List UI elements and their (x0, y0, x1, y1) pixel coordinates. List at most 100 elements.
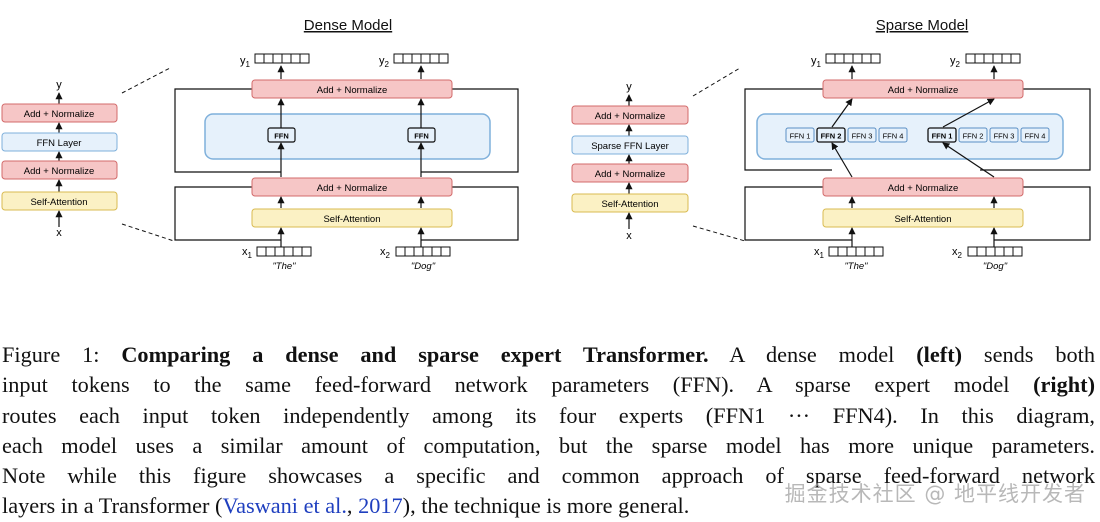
dense-mini-add-top-label: Add + Normalize (24, 109, 95, 120)
watermark: 掘金技术社区 @ 地平线开发者 (784, 482, 1086, 506)
caption-line-3: routes each input token independently am… (2, 402, 1095, 428)
figure-caption: Figure 1: Comparing a dense and sparse e… (2, 340, 1095, 522)
citation-year-link[interactable]: 2017 (358, 493, 403, 519)
sparse-token-1: "The" (844, 261, 868, 272)
sparse-mini-attn-label: Self-Attention (601, 199, 658, 210)
sparse-mini-ffn (571, 135, 689, 155)
dense-mini-stack: y Add + Normalize FFN Layer Add + Normal… (1, 79, 118, 239)
dense-add-top-label: Add + Normalize (317, 85, 388, 96)
dense-mini-attn (1, 191, 118, 211)
caption-line-4: each model uses a similar amount of comp… (2, 432, 1095, 458)
sparse-attn (822, 208, 1024, 228)
sparse-expert-r3-label: FFN 3 (994, 132, 1015, 141)
dense-mini-attn-label: Self-Attention (30, 197, 87, 208)
dense-x2: x2 (380, 246, 391, 260)
dense-attn-label: Self-Attention (323, 214, 380, 225)
dense-x2-vector (395, 246, 451, 257)
sparse-mini-x: x (626, 230, 632, 242)
sparse-mini-ffn-label: Sparse FFN Layer (591, 141, 669, 152)
dense-token-2: "Dog" (411, 261, 436, 272)
caption-right: (right) (1033, 372, 1095, 398)
sparse-x1-vector (828, 246, 884, 257)
sparse-expert-l1-label: FFN 1 (790, 132, 811, 141)
sparse-expert-l2-label: FFN 2 (821, 132, 842, 141)
sparse-expert-r2-label: FFN 2 (963, 132, 984, 141)
citation-author-link[interactable]: Vaswani et al. (222, 493, 347, 519)
sparse-mini-stack: y Add + Normalize Sparse FFN Layer Add +… (571, 81, 689, 242)
sparse-experts-left: FFN 1 FFN 2 FFN 3 FFN 4 (785, 127, 908, 143)
sparse-y2-vector (965, 53, 1021, 64)
dense-mini-x: x (56, 227, 62, 239)
sparse-expert-l4 (878, 127, 908, 143)
sparse-y1: y1 (811, 55, 822, 69)
caption-left: (left) (916, 342, 963, 367)
sparse-add-top (822, 79, 1024, 99)
dense-mini-ffn-label: FFN Layer (37, 138, 82, 149)
dense-add-top (251, 79, 453, 99)
sparse-mini-add-bottom (571, 163, 689, 183)
caption-text-2: sends both (962, 342, 1095, 367)
dense-mini-add-bottom (1, 160, 118, 180)
caption-line-1: Figure 1: Comparing a dense and sparse e… (2, 340, 1095, 370)
dense-attn (251, 208, 453, 228)
figure-diagram: Dense Model y Add + Normalize FFN Layer … (1, 17, 1091, 272)
sparse-expert-l3 (847, 127, 877, 143)
sparse-attn-label: Self-Attention (894, 214, 951, 225)
sparse-expert-l1 (785, 127, 815, 143)
dense-mini-ffn (1, 132, 118, 152)
caption-text-3: input tokens to the same feed-forward ne… (2, 372, 1034, 398)
dense-model: Dense Model y Add + Normalize FFN Layer … (1, 17, 519, 272)
sparse-y2: y2 (950, 55, 961, 69)
dense-y2-vector (393, 53, 449, 64)
dense-ffn-region (204, 113, 491, 160)
sparse-x1: x1 (814, 246, 825, 260)
caption-text-6b: ), the technique is more general. (402, 493, 690, 519)
caption-text-6a: layers in a Transformer ( (2, 493, 223, 519)
citation-separator: , (346, 493, 359, 519)
dense-mini-y: y (56, 79, 62, 91)
dense-y1-vector (254, 53, 310, 64)
dense-title: Dense Model (304, 17, 392, 34)
dense-y2: y2 (379, 55, 390, 69)
sparse-expert-r4 (1020, 127, 1050, 143)
sparse-add-bottom-label: Add + Normalize (888, 183, 959, 194)
sparse-mini-y: y (626, 81, 632, 93)
sparse-mini-add-top (571, 105, 689, 125)
sparse-expert-r4-label: FFN 4 (1025, 132, 1046, 141)
sparse-expert-r2 (958, 127, 988, 143)
dense-x1-vector (256, 246, 312, 257)
caption-title: Comparing a dense and sparse expert Tran… (121, 342, 709, 367)
sparse-expert-r3 (989, 127, 1019, 143)
sparse-title: Sparse Model (876, 17, 969, 34)
dense-add-bottom-label: Add + Normalize (317, 183, 388, 194)
caption-label: Figure 1: (2, 342, 122, 367)
sparse-add-bottom (822, 177, 1024, 197)
dense-ffn-1-label: FFN (274, 132, 289, 141)
sparse-experts-right: FFN 1 FFN 2 FFN 3 FFN 4 (927, 127, 1050, 143)
caption-line-6: layers in a Transformer (Vaswani et al.,… (2, 491, 1095, 521)
dense-mini-add-top (1, 103, 118, 123)
caption-line-5: Note while this figure showcases a speci… (2, 463, 1095, 489)
dense-ffn-2-label: FFN (414, 132, 429, 141)
sparse-x2-vector (967, 246, 1023, 257)
sparse-add-top-label: Add + Normalize (888, 85, 959, 96)
dense-y1: y1 (240, 55, 251, 69)
dense-x1: x1 (242, 246, 253, 260)
caption-line-2: input tokens to the same feed-forward ne… (2, 370, 1095, 400)
sparse-mini-add-top-label: Add + Normalize (595, 111, 666, 122)
sparse-model: Sparse Model y Add + Normalize Sparse FF… (571, 17, 1091, 272)
dense-token-1: "The" (272, 261, 296, 272)
sparse-expert-l2 (816, 127, 846, 143)
sparse-mini-attn (571, 193, 689, 213)
sparse-mini-add-bottom-label: Add + Normalize (595, 169, 666, 180)
sparse-y1-vector (825, 53, 881, 64)
sparse-expert-r1-label: FFN 1 (932, 132, 953, 141)
sparse-token-2: "Dog" (983, 261, 1008, 272)
sparse-expert-l3-label: FFN 3 (852, 132, 873, 141)
sparse-expert-l4-label: FFN 4 (883, 132, 904, 141)
sparse-expert-r1 (927, 127, 957, 143)
dense-add-bottom (251, 177, 453, 197)
dense-mini-add-bottom-label: Add + Normalize (24, 166, 95, 177)
sparse-x2: x2 (952, 246, 963, 260)
caption-text-1: A dense model (708, 342, 917, 367)
